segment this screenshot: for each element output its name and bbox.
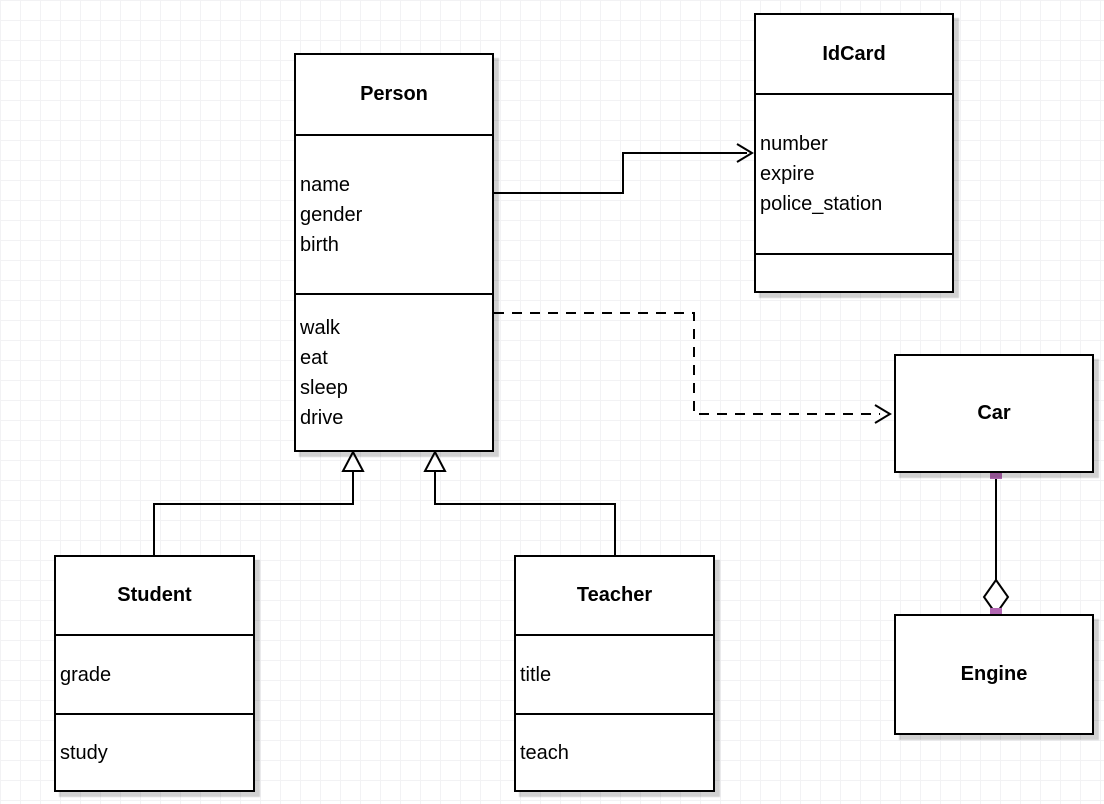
class-teacher[interactable]: Teacher title teach xyxy=(514,555,715,792)
open-arrow-icon xyxy=(736,143,754,163)
class-engine[interactable]: Engine xyxy=(894,614,1094,735)
attributes-section: name gender birth xyxy=(296,134,492,293)
class-title: Person xyxy=(360,83,428,105)
edge-line xyxy=(494,152,747,194)
class-title: Car xyxy=(977,402,1011,424)
hollow-triangle-icon xyxy=(341,449,365,472)
class-person[interactable]: Person name gender birth walk eat sleep … xyxy=(294,53,494,452)
edge-aggregation-car-engine[interactable] xyxy=(982,467,1010,620)
method: walk xyxy=(300,316,341,339)
attributes-section: grade xyxy=(56,634,253,713)
class-title: Engine xyxy=(960,663,1028,685)
class-title: Student xyxy=(117,584,192,606)
edge-line xyxy=(494,312,880,415)
method: study xyxy=(60,741,108,764)
method: drive xyxy=(300,406,344,429)
method: eat xyxy=(300,346,328,369)
method: teach xyxy=(520,741,569,764)
methods-section: walk eat sleep drive xyxy=(296,293,492,450)
attribute: title xyxy=(520,663,552,686)
edge-line xyxy=(434,471,616,555)
class-student[interactable]: Student grade study xyxy=(54,555,255,792)
class-idcard[interactable]: IdCard number expire police_station xyxy=(754,13,954,293)
attribute: gender xyxy=(300,203,363,226)
methods-section xyxy=(756,253,952,291)
attribute: number xyxy=(760,133,828,155)
attribute: police_station xyxy=(760,193,883,215)
attributes-section: number expire police_station xyxy=(756,93,952,253)
attribute: expire xyxy=(760,163,815,185)
edge-generalization-student-person[interactable] xyxy=(153,449,365,555)
methods-section: study xyxy=(56,713,253,790)
edge-association-person-idcard[interactable] xyxy=(494,143,754,194)
open-arrow-icon xyxy=(874,404,892,424)
attributes-section: title xyxy=(516,634,713,713)
class-car[interactable]: Car xyxy=(894,354,1094,473)
edge-line xyxy=(153,471,354,555)
edge-dependency-person-car[interactable] xyxy=(494,312,892,424)
attribute: name xyxy=(300,173,351,196)
methods-section: teach xyxy=(516,713,713,790)
class-title: Teacher xyxy=(576,584,653,606)
class-title: IdCard xyxy=(822,42,886,65)
edge-generalization-teacher-person[interactable] xyxy=(423,449,616,555)
hollow-diamond-icon xyxy=(982,578,1010,616)
attribute: grade xyxy=(60,663,112,686)
hollow-triangle-icon xyxy=(423,449,447,472)
attribute: birth xyxy=(300,233,339,256)
method: sleep xyxy=(300,376,348,399)
